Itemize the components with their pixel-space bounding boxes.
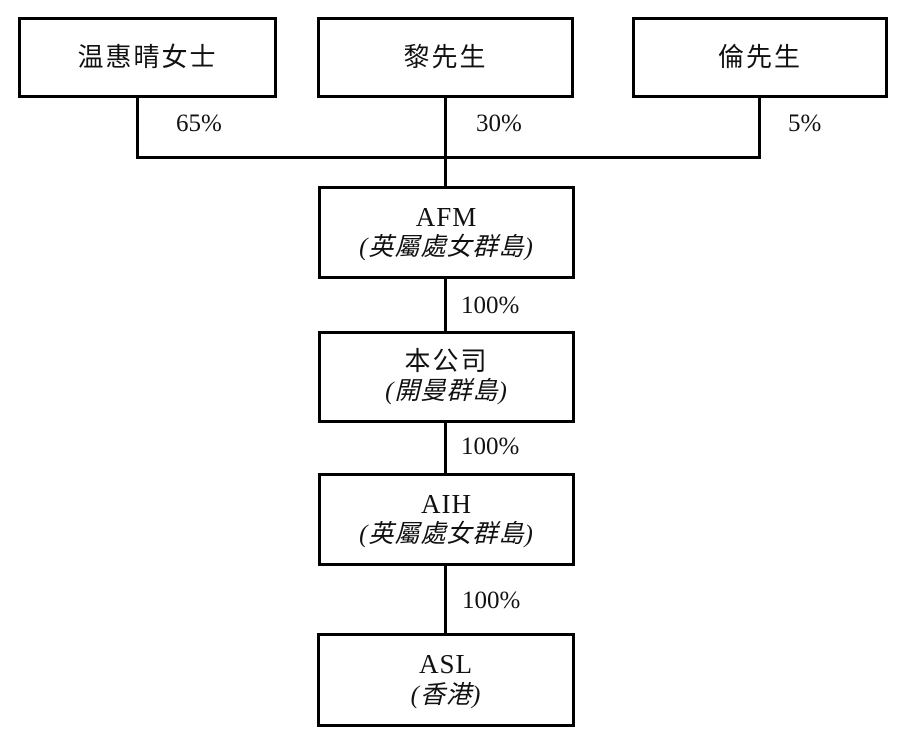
entity-box-afm: AFM (英屬處女群島) [318,186,575,279]
entity-jurisdiction: (英屬處女群島) [359,521,534,549]
connector-line-vertical [136,98,139,159]
ownership-label: 100% [461,292,520,319]
connector-line-vertical [444,423,447,473]
stake-label: 30% [476,110,522,137]
connector-line-vertical [444,279,447,331]
entity-jurisdiction: (香港) [410,681,482,709]
entity-jurisdiction: (英屬處女群島) [359,234,534,262]
entity-jurisdiction: (開曼群島) [385,377,508,405]
shareholder-box-li: 黎先生 [317,17,574,98]
ownership-label: 100% [461,433,520,460]
connector-line-vertical [758,98,761,159]
entity-name: ASL [418,649,473,680]
connector-line-vertical [444,566,447,633]
entity-name: AFM [415,201,478,232]
stake-label: 65% [176,110,222,137]
entity-box-aih: AIH (英屬處女群島) [318,473,575,566]
entity-name: 本公司 [404,347,489,377]
entity-box-asl: ASL (香港) [317,633,575,727]
shareholder-box-lun: 倫先生 [632,17,888,98]
connector-line-vertical [444,98,447,186]
stake-label: 5% [788,110,822,137]
shareholder-name: 倫先生 [717,42,802,72]
connector-line-horizontal [136,156,761,159]
entity-name: AIH [421,488,472,519]
shareholder-name: 黎先生 [403,42,488,72]
shareholder-name: 温惠晴女士 [77,42,218,72]
shareholder-box-wen: 温惠晴女士 [18,17,277,98]
entity-box-company: 本公司 (開曼群島) [318,331,575,423]
ownership-label: 100% [462,587,521,614]
